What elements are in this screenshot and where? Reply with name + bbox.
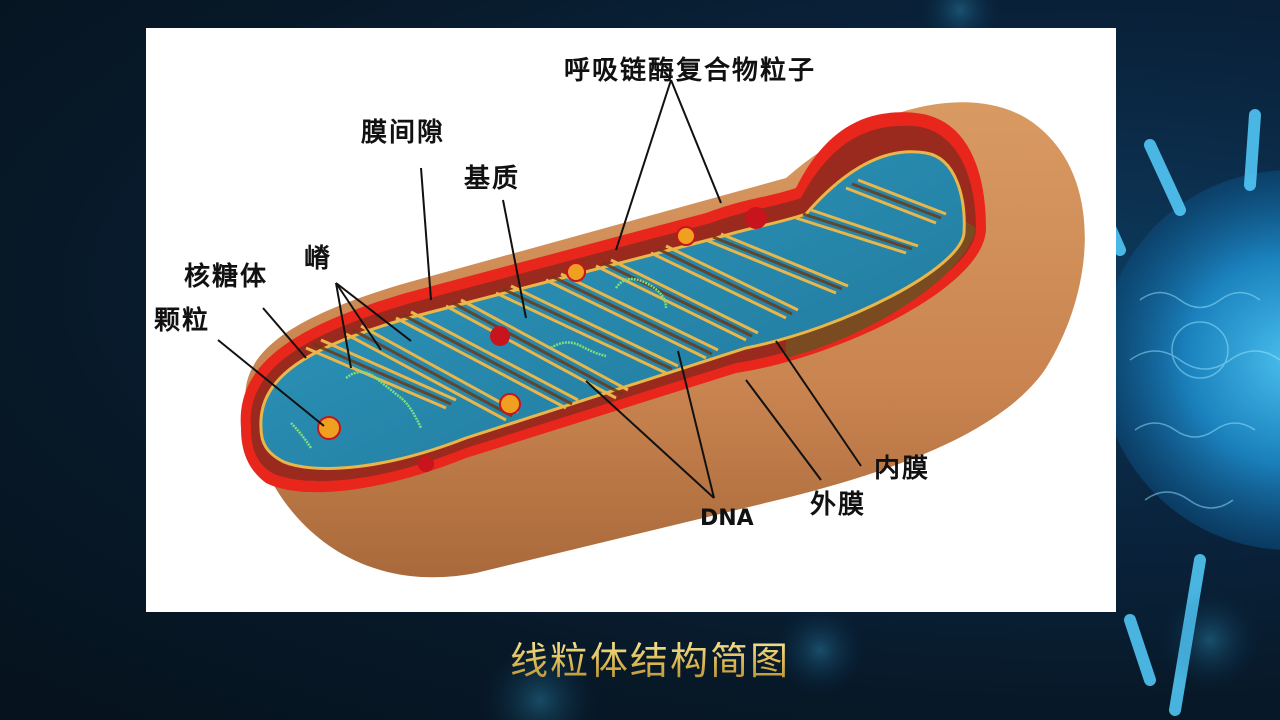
mitochondrion-illustration (217, 79, 1085, 578)
diagram-panel: 呼吸链酶复合物粒子 膜间隙 基质 嵴 核糖体 颗粒 内膜 外膜 DNA (146, 28, 1116, 612)
cristae (305, 178, 947, 422)
label-inner-membrane: 内膜 (874, 454, 931, 484)
leader-lines (217, 79, 862, 499)
label-matrix: 基质 (464, 164, 521, 194)
label-granule: 颗粒 (154, 306, 211, 336)
label-intermembrane-space: 膜间隙 (361, 118, 446, 148)
label-outer-membrane: 外膜 (810, 490, 867, 520)
cristae-fill (312, 182, 942, 418)
label-crista: 嵴 (304, 244, 333, 274)
ribosomes (418, 207, 767, 472)
label-ribosome: 核糖体 (184, 262, 269, 292)
dna-strands (290, 277, 668, 449)
granules (317, 226, 696, 440)
slide-caption: 线粒体结构简图 (510, 639, 791, 683)
label-respiratory-particles: 呼吸链酶复合物粒子 (564, 56, 817, 86)
label-dna: DNA (700, 506, 754, 531)
